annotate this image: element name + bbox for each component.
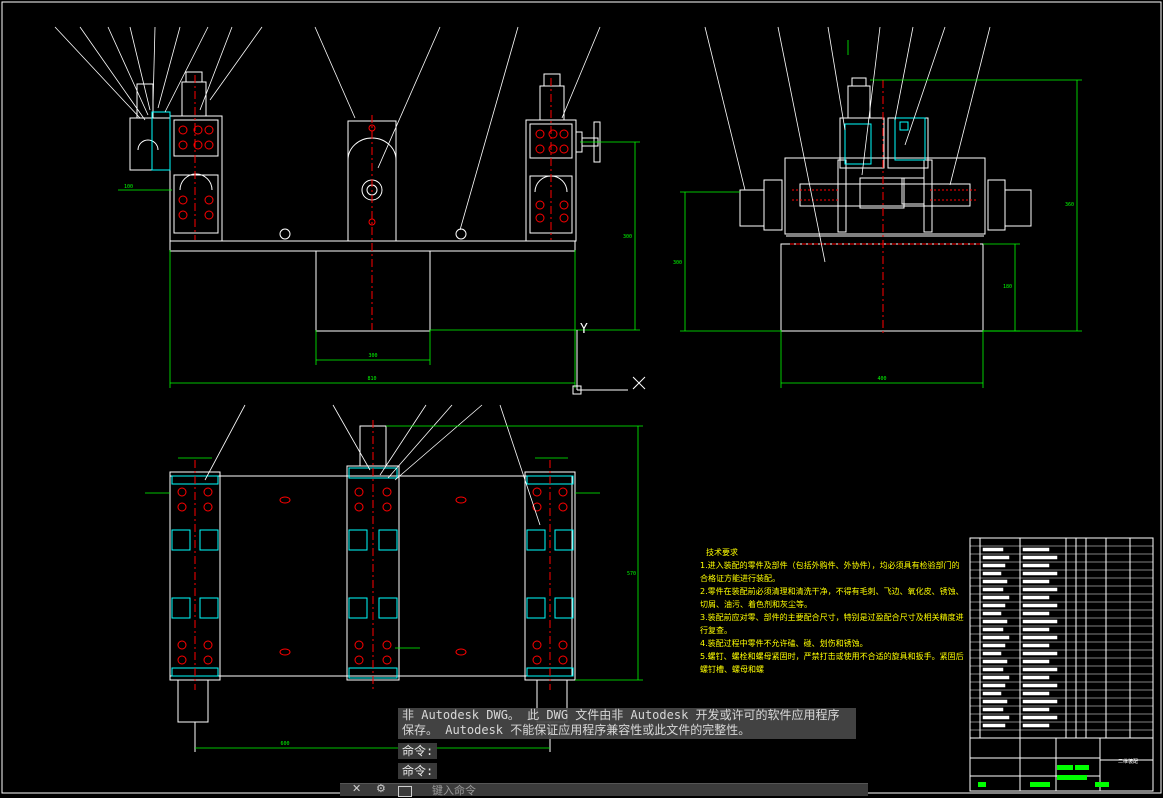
title-block-cell-text — [1022, 603, 1058, 608]
title-block — [969, 537, 1154, 792]
title-block-cell-text — [982, 659, 1008, 664]
title-block-cell-text — [1022, 619, 1058, 624]
title-block-cell-text — [1022, 611, 1050, 616]
dim-side-height-right: 360 — [1065, 202, 1074, 208]
title-block-cell-text — [982, 555, 1010, 560]
top-view-leaders — [204, 404, 541, 526]
command-line-bar[interactable]: ✕ ⚙ 键入命令 — [340, 782, 868, 797]
title-block-cell-text — [1022, 547, 1050, 552]
technical-requirements: 技术要求 1.进入装配的零件及部件（包括外购件、外协件），均必须具有检验部门的 … — [700, 546, 964, 676]
title-block-cell-text — [982, 675, 1010, 680]
side-view-leaders — [704, 26, 991, 263]
title-block-cell-text — [1022, 667, 1058, 672]
title-block-cell-text — [982, 667, 1004, 672]
notes-line: 合格证方能进行装配。 — [700, 574, 780, 583]
title-block-cell-text — [1022, 675, 1050, 680]
title-block-cell-text — [1022, 683, 1058, 688]
title-block-cell-text — [1022, 659, 1050, 664]
title-block-cell-text — [982, 619, 1008, 624]
title-block-cell-text — [1022, 691, 1050, 696]
title-block-cell-text — [982, 547, 1004, 552]
notes-line: 切屑、油污、着色剂和灰尘等。 — [700, 600, 812, 609]
gear-icon[interactable]: ⚙ — [376, 782, 386, 795]
dim-top-height: 570 — [627, 571, 636, 577]
title-block-cell-text — [1022, 579, 1050, 584]
top-view-bolts — [177, 420, 568, 690]
title-block-cell-text — [1022, 643, 1050, 648]
title-block-cell-text — [982, 651, 1002, 656]
command-prompt-icon — [398, 786, 412, 797]
notes-line: 行复查。 — [700, 626, 732, 635]
front-view-leaders — [54, 26, 601, 231]
title-block-cell-text — [1022, 651, 1058, 656]
title-block-fills — [978, 765, 1109, 787]
notes-title: 技术要求 — [706, 548, 738, 557]
title-block-cell-text — [1022, 571, 1058, 576]
notes-line: 2.零件在装配前必须清理和清洗干净，不得有毛刺、飞边、氧化皮、锈蚀、 — [700, 587, 964, 596]
notes-line: 5.螺钉、螺栓和螺母紧固时，严禁打击或使用不合适的旋具和扳手。紧固后 — [700, 652, 964, 661]
dim-front-height: 300 — [623, 234, 632, 240]
close-icon[interactable]: ✕ — [352, 782, 362, 795]
side-view-sections — [844, 117, 926, 165]
dim-top-width: 600 — [280, 741, 289, 747]
title-block-cell-text — [1022, 715, 1058, 720]
top-view-dimensions — [145, 425, 643, 749]
title-block-cell-text — [982, 571, 1002, 576]
title-block-cell-text — [982, 683, 1006, 688]
notes-line: 螺钉槽、螺母和螺 — [700, 665, 764, 674]
title-block-cell-text — [1022, 555, 1058, 560]
dim-front-width: 810 — [367, 376, 376, 382]
title-block-cell-text — [982, 579, 1008, 584]
dwg-warning-message: 非 Autodesk DWG。 此 DWG 文件由非 Autodesk 开发或许… — [398, 708, 856, 739]
notes-line: 4.装配过程中零件不允许磕、碰、划伤和锈蚀。 — [700, 639, 868, 648]
dim-side-height-left: 300 — [673, 260, 682, 266]
title-block-cell-text — [1022, 587, 1058, 592]
side-view-dimensions — [680, 40, 1082, 388]
title-block-cell-text — [982, 603, 1006, 608]
title-block-cell-text — [982, 635, 1010, 640]
title-block-cell-text — [982, 587, 1004, 592]
command-input[interactable]: 键入命令 — [432, 784, 476, 797]
notes-line: 1.进入装配的零件及部件（包括外购件、外协件），均必须具有检验部门的 — [700, 561, 960, 570]
ucs-icon — [572, 330, 646, 395]
title-block-cell-text — [982, 563, 1006, 568]
notes-line: 3.装配前应对零、部件的主要配合尺寸，特别是过盈配合尺寸及相关精度进 — [700, 613, 964, 622]
warning-line-2: 保存。 Autodesk 不能保证应用程序兼容性或此文件的完整性。 — [402, 723, 751, 737]
title-block-cell-text — [982, 595, 1010, 600]
title-block-cell-text — [982, 691, 1002, 696]
front-view — [129, 71, 601, 332]
title-block-cell-text — [1022, 595, 1050, 600]
title-block-cell-text — [982, 707, 1004, 712]
title-block-cell-text — [1022, 627, 1050, 632]
command-history-1: 命令: — [398, 743, 438, 759]
title-block-cell-text — [1022, 723, 1050, 728]
title-block-cell-text — [982, 715, 1010, 720]
top-view-sections — [171, 467, 574, 679]
title-block-cell-text — [982, 723, 1006, 728]
title-block-cell-text — [982, 699, 1008, 704]
dim-front-inner: 300 — [368, 353, 377, 359]
front-view-bolts — [178, 75, 569, 330]
title-block-rows — [970, 545, 1153, 731]
title-block-cell-text — [982, 611, 1002, 616]
warning-line-1: 非 Autodesk DWG。 此 DWG 文件由非 Autodesk 开发或许… — [402, 708, 840, 722]
title-block-cell-text — [982, 627, 1004, 632]
title-block-cell-text — [1022, 563, 1050, 568]
title-block-cell-text — [1022, 707, 1050, 712]
ucs-y-label: Y — [580, 322, 588, 337]
title-block-cell-text — [982, 643, 1006, 648]
dim-side-width: 400 — [877, 376, 886, 382]
command-history-2: 命令: — [398, 763, 438, 779]
dim-small: 100 — [124, 184, 133, 190]
title-block-name: 二维装配 — [1118, 758, 1138, 765]
title-block-cell-text — [1022, 635, 1058, 640]
dim-side-height-mid: 180 — [1003, 284, 1012, 290]
title-block-cell-text — [1022, 699, 1058, 704]
side-view — [739, 77, 1032, 332]
front-view-dimensions — [118, 141, 640, 388]
